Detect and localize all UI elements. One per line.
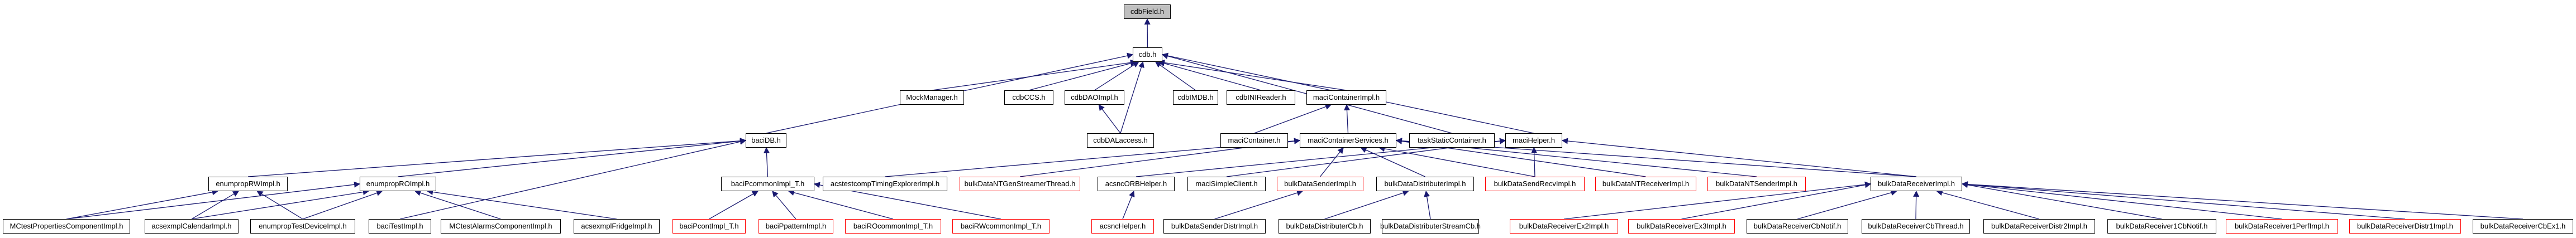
graph-edge <box>1324 190 1409 220</box>
graph-edge <box>1319 147 1344 177</box>
graph-node-bulkdatareceiverdistr1impl-h[interactable]: bulkDataReceiverDistr1Impl.h <box>2349 219 2461 234</box>
graph-edge <box>66 181 361 220</box>
graph-node-bulkdatadistributerstreamcb-h[interactable]: bulkDataDistributerStreamCb.h <box>1380 219 1481 234</box>
graph-edge <box>1378 145 1535 177</box>
graph-edge <box>1961 182 2162 220</box>
graph-edge <box>247 138 747 177</box>
graph-node-acsnchelper-h[interactable]: acsncHelper.h <box>1091 219 1154 234</box>
graph-node-bulkdatareceiverimpl-h[interactable]: bulkDataReceiverImpl.h <box>1871 177 1962 191</box>
graph-node-acsexmplfridgeimpl-h[interactable]: acsexmplFridgeImpl.h <box>574 219 660 234</box>
graph-node-bulkdatareceivercbex1-h[interactable]: bulkDataReceiverCbEx1.h <box>2473 219 2573 234</box>
graph-node-bulkdatareceiver1cbnotif-h[interactable]: bulkDataReceiver1CbNotif.h <box>2107 219 2216 234</box>
graph-node-bulkdatantgenstreamerthread-h[interactable]: bulkDataNTGenStreamerThread.h <box>960 177 1080 191</box>
graph-edge <box>398 138 747 177</box>
graph-edge <box>1563 181 1872 220</box>
graph-edge <box>1424 190 1431 220</box>
graph-node-bulkdatareceivercbnotif-h[interactable]: bulkDataReceiverCbNotif.h <box>1747 219 1848 234</box>
graph-node-bulkdatareceiverdistr2impl-h[interactable]: bulkDataReceiverDistr2Impl.h <box>1983 219 2095 234</box>
graph-node-enumproptestdeviceimpl-h[interactable]: enumpropTestDeviceImpl.h <box>250 219 355 234</box>
graph-node-mctestpropertiescomponentimpl-h[interactable]: MCtestPropertiesComponentImpl.h <box>3 219 130 234</box>
graph-edge <box>1343 104 1351 134</box>
graph-node-macicontainerimpl-h[interactable]: maciContainerImpl.h <box>1306 90 1386 105</box>
graph-node-cdbinireader-h[interactable]: cdbINIReader.h <box>1227 90 1295 105</box>
graph-edge <box>302 190 383 220</box>
graph-node-bulkdatareceiverex3impl-h[interactable]: bulkDataReceiverEx3Impl.h <box>1628 219 1735 234</box>
graph-node-cdbimdb-h[interactable]: cdbIMDB.h <box>1173 90 1218 105</box>
graph-edge <box>427 188 617 220</box>
graph-node-acstestcomptimingexplorerimpl-h[interactable]: acstestcompTimingExplorerImpl.h <box>823 177 947 191</box>
graph-node-bulkdatareceiverex2impl-h[interactable]: bulkDataReceiverEx2Impl.h <box>1510 219 1618 234</box>
graph-node-mctestalarmscomponentimpl-h[interactable]: MCtestAlarmsComponentImpl.h <box>441 219 561 234</box>
graph-edge <box>1155 61 1196 91</box>
graph-node-bacipcontimpl-t-h[interactable]: baciPcontImpl_T.h <box>672 219 746 234</box>
graph-edge <box>414 190 501 220</box>
graph-edge <box>1254 104 1332 134</box>
graph-edge <box>1098 104 1121 134</box>
graph-edge <box>1961 181 2523 220</box>
graph-node-macicontainerservices-h[interactable]: maciContainerServices.h <box>1300 133 1396 148</box>
graph-node-macicontainer-h[interactable]: maciContainer.h <box>1220 133 1288 148</box>
graph-node-acsexmplcalendarimpl-h[interactable]: acsexmplCalendarImpl.h <box>145 219 238 234</box>
graph-node-bacirwcommonimpl-t-h[interactable]: baciRWcommonImpl_T.h <box>952 219 1050 234</box>
graph-node-enumproproimpl-h[interactable]: enumpropROImpl.h <box>360 177 436 191</box>
graph-node-enumproprwimpl-h[interactable]: enumpropRWImpl.h <box>208 177 288 191</box>
graph-edge <box>191 189 369 220</box>
graph-edge <box>1094 61 1139 91</box>
graph-edge <box>1561 138 1917 177</box>
graph-node-bulkdatantsenderimpl-h[interactable]: bulkDataNTSenderImpl.h <box>1707 177 1806 191</box>
graph-edge <box>788 190 894 220</box>
graph-node-bulkdatasenderimpl-h[interactable]: bulkDataSenderImpl.h <box>1277 177 1363 191</box>
graph-node-taskstaticcontainer-h[interactable]: taskStaticContainer.h <box>1409 133 1495 148</box>
graph-node-bulkdatareceivercbthread-h[interactable]: bulkDataReceiverCbThread.h <box>1862 219 1970 234</box>
graph-edge <box>1961 181 2406 220</box>
graph-edge <box>1158 60 1261 91</box>
graph-edge <box>66 189 218 220</box>
graph-node-bacitestimpl-h[interactable]: baciTestImpl.h <box>369 219 431 234</box>
graph-edge <box>1681 182 1872 220</box>
graph-node-bacipcommonimpl-t-h[interactable]: baciPcommonImpl_T.h <box>721 177 814 191</box>
graph-edge <box>1028 60 1137 91</box>
graph-edge <box>1360 147 1425 177</box>
graph-edge <box>1531 147 1538 177</box>
graph-node-bulkdatasenderdistrimpl-h[interactable]: bulkDataSenderDistrImpl.h <box>1163 219 1266 234</box>
graph-node-bacippatternimpl-h[interactable]: baciPpatternImpl.h <box>759 219 833 234</box>
graph-node-bulkdatareceiver1perfimpl-h[interactable]: bulkDataReceiver1PerfImpl.h <box>2226 219 2338 234</box>
graph-edge <box>1936 190 2040 220</box>
graph-edge <box>1797 190 1897 220</box>
graph-edge <box>1158 60 1347 91</box>
graph-node-macihelper-h[interactable]: maciHelper.h <box>1505 133 1562 148</box>
graph-node-bulkdatadistributercb-h[interactable]: bulkDataDistributerCb.h <box>1279 219 1371 234</box>
graph-node-bacirocommonimpl-t-h[interactable]: baciROcommonImpl_T.h <box>845 219 941 234</box>
graph-edge <box>1214 190 1304 220</box>
graph-node-cdb-h[interactable]: cdb.h <box>1133 47 1162 62</box>
graph-node-cdbdaoimpl-h[interactable]: cdbDAOImpl.h <box>1065 90 1124 105</box>
graph-edge <box>1961 181 2282 220</box>
graph-edge <box>709 191 759 220</box>
graph-edge <box>763 147 770 177</box>
graph-node-cdbdalaccess-h[interactable]: cdbDALaccess.h <box>1087 133 1154 148</box>
graph-edge <box>399 138 747 220</box>
graph-edge <box>1122 190 1135 220</box>
graph-node-cdbccs-h[interactable]: cdbCCS.h <box>1004 90 1053 105</box>
graph-node-bulkdatasendrecvimpl-h[interactable]: bulkDataSendRecvImpl.h <box>1485 177 1585 191</box>
graph-node-bulkdatadistributerimpl-h[interactable]: bulkDataDistributerImpl.h <box>1376 177 1474 191</box>
graph-node-cdbfield-h: cdbField.h <box>1124 4 1171 19</box>
graph-node-mockmanager-h[interactable]: MockManager.h <box>900 90 964 105</box>
graph-edge <box>772 191 796 220</box>
graph-node-macisimpleclient-h[interactable]: maciSimpleClient.h <box>1187 177 1266 191</box>
graph-node-bacidb-h[interactable]: baciDB.h <box>746 133 786 148</box>
graph-edge <box>191 191 240 220</box>
graph-edge <box>1120 61 1144 134</box>
graph-node-acsncorbhelper-h[interactable]: acsncORBHelper.h <box>1098 177 1175 191</box>
graph-node-bulkdatantreceiverimpl-h[interactable]: bulkDataNTReceiverImpl.h <box>1595 177 1696 191</box>
